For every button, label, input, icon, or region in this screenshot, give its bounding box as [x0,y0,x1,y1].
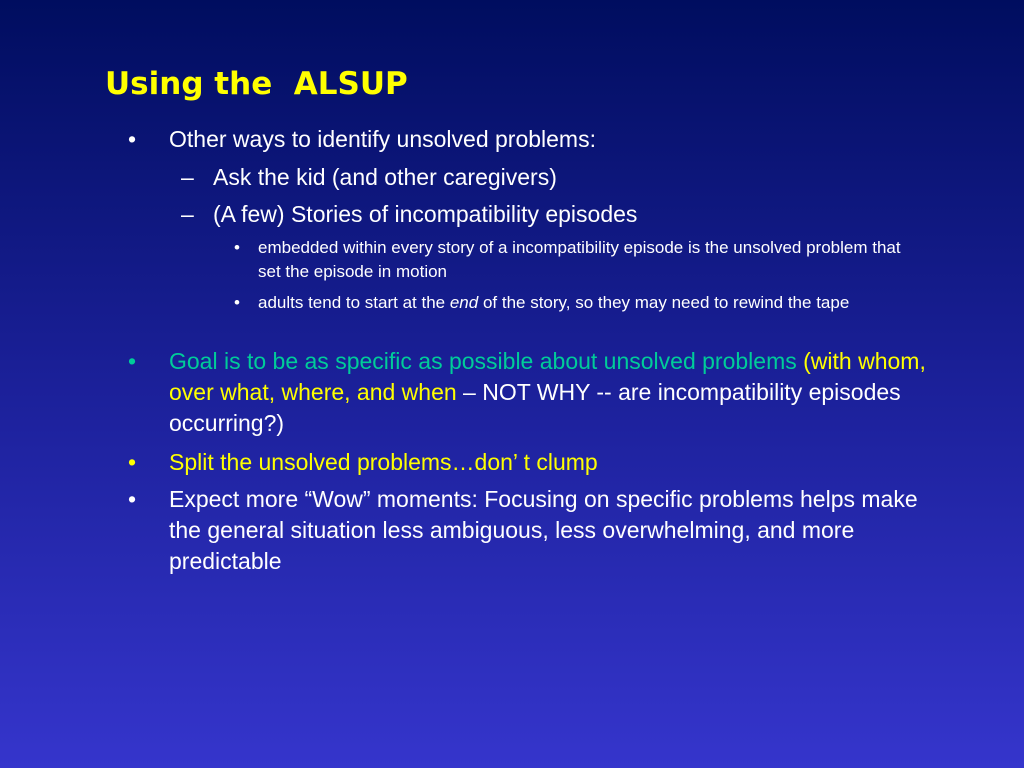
bullet-dot: • [234,238,240,257]
bullet-goal: • Goal is to be as specific as possible … [128,346,929,439]
dash-marker: – [181,164,194,190]
sub-sub-bullet-adults: • adults tend to start at the end of the… [234,291,908,315]
bullet-text: Expect more “Wow” moments: Focusing on s… [169,486,918,574]
sub-sub-bullet-text-a: adults tend to start at the [258,293,450,312]
bullet-split: • Split the unsolved problems…don’ t clu… [128,447,929,478]
sub-bullet-ask-kid: – Ask the kid (and other caregivers) [181,162,913,193]
bullet-text-yellow: (with whom, over what, where, and when [169,348,926,405]
bullet-dot: • [128,348,137,374]
sub-sub-bullet-embedded: • embedded within every story of a incom… [234,236,908,284]
bullet-text: Other ways to identify unsolved problems… [169,126,596,152]
bullet-text-white: – NOT WHY -- are incompatibility episode… [169,379,901,436]
sub-bullet-text: (A few) Stories of incompatibility episo… [213,201,638,227]
bullet-text: Split the unsolved problems…don’ t clump [169,449,598,475]
bullet-dot: • [128,449,137,475]
bullet-dot: • [234,293,240,312]
sub-sub-bullet-text: embedded within every story of a incompa… [258,238,901,281]
sub-bullet-stories: – (A few) Stories of incompatibility epi… [181,199,913,230]
slide-title: Using the ALSUP [105,66,408,102]
sub-sub-bullet-text-b: of the story, so they may need to rewind… [478,293,850,312]
emphasis-end: end [449,293,479,312]
bullet-other-ways: • Other ways to identify unsolved proble… [128,124,929,155]
dash-marker: – [181,201,194,227]
bullet-text-green: Goal is to be as specific as possible ab… [169,348,797,374]
bullet-dot: • [128,486,137,512]
sub-bullet-text: Ask the kid (and other caregivers) [213,164,557,190]
bullet-expect-wow: • Expect more “Wow” moments: Focusing on… [128,484,929,577]
bullet-dot: • [128,126,137,152]
